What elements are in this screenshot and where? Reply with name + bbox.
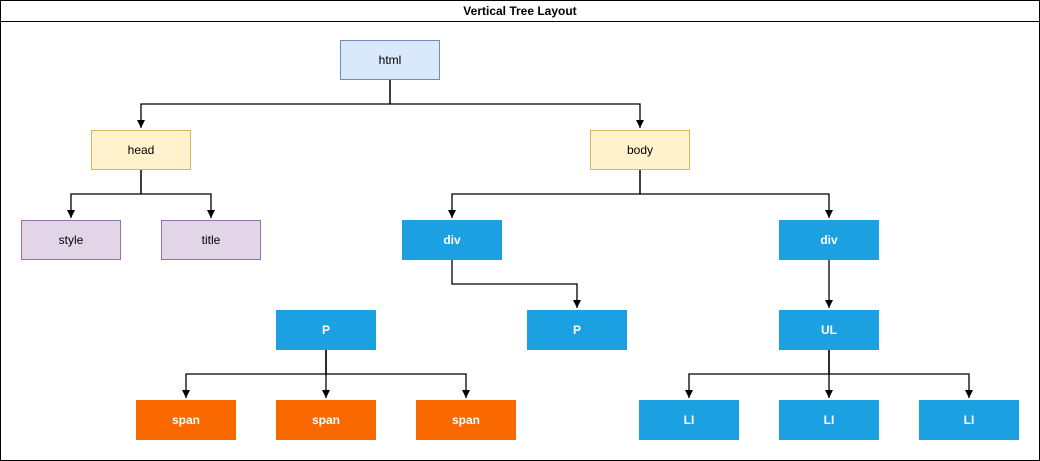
edge-ul-li-3: [828, 350, 973, 398]
edge-head-style: [67, 170, 142, 218]
edge-div-p: [451, 260, 581, 308]
node-head[interactable]: head: [91, 130, 191, 170]
node-body[interactable]: body: [590, 130, 690, 170]
edge-html-body: [389, 80, 644, 128]
edge-p-span-1: [182, 350, 327, 398]
edge-p-span-3: [325, 350, 470, 398]
node-html[interactable]: html: [340, 40, 440, 80]
node-span-3[interactable]: span: [416, 400, 516, 440]
edge-ul-li-1: [685, 350, 830, 398]
node-li-2[interactable]: LI: [779, 400, 879, 440]
node-ul[interactable]: UL: [779, 310, 879, 350]
node-style[interactable]: style: [21, 220, 121, 260]
edge-head-title: [140, 170, 215, 218]
node-title[interactable]: title: [161, 220, 261, 260]
edge-body-div-left: [448, 170, 641, 218]
node-div-right[interactable]: div: [779, 220, 879, 260]
node-p-mid[interactable]: P: [527, 310, 627, 350]
node-div-left[interactable]: div: [402, 220, 502, 260]
node-span-1[interactable]: span: [136, 400, 236, 440]
node-span-2[interactable]: span: [276, 400, 376, 440]
diagram-title: Vertical Tree Layout: [1, 1, 1039, 22]
node-li-1[interactable]: LI: [639, 400, 739, 440]
node-p-left[interactable]: P: [276, 310, 376, 350]
edge-html-head: [137, 80, 391, 128]
node-li-3[interactable]: LI: [919, 400, 1019, 440]
edge-body-div-right: [639, 170, 833, 218]
